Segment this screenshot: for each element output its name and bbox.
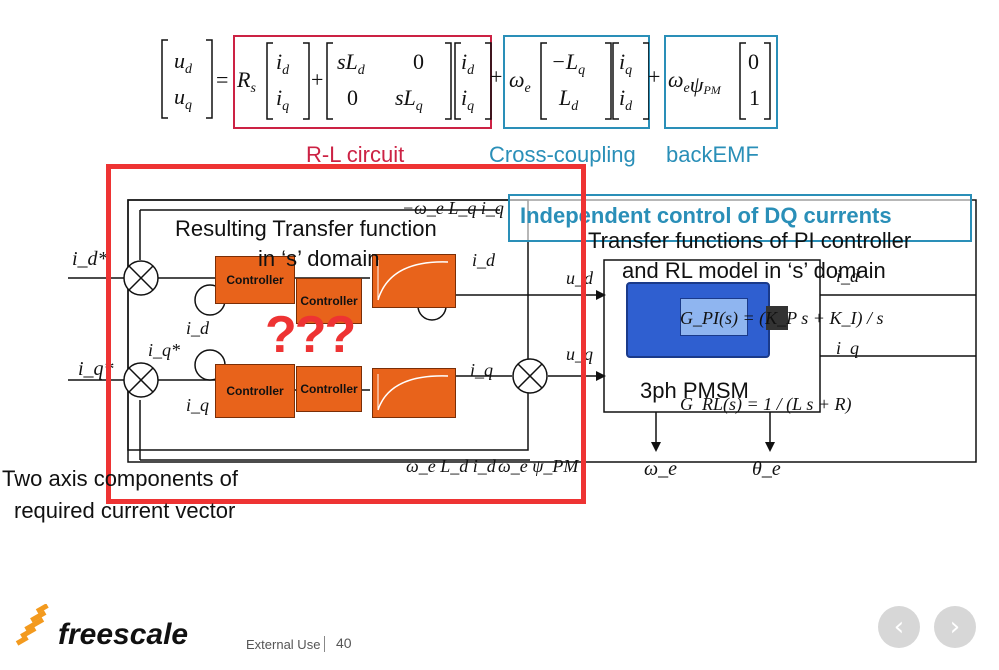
tf-pi-label-1: Transfer functions of PI controller (588, 228, 912, 253)
omega-e-output-label: ω_e (644, 458, 677, 480)
iq-star-label: i_q* (78, 358, 114, 380)
in-s-domain-label: in ‘s’ domain (258, 246, 380, 271)
chevron-left-icon: ‹ (893, 612, 905, 642)
dq-voltage-equation: ud uq = (161, 39, 228, 119)
svg-text:ωeψPM: ωeψPM (668, 67, 722, 97)
gpi-transfer-function: G_PI(s) = (K_P s + K_I) / s (680, 308, 884, 328)
svg-text:iq: iq (461, 85, 474, 114)
two-axis-label-1: Two axis components of (2, 466, 239, 491)
back-emf-caption: backEMF (666, 142, 759, 167)
controller-block-d: Controller (215, 256, 295, 304)
cross-coupling-terms: ωe −Lq Ld iq id (509, 42, 649, 120)
svg-text:sLd: sLd (337, 49, 366, 78)
svg-text:id: id (461, 49, 475, 78)
page-number: 40 (336, 635, 352, 651)
pmsm-label: 3ph PMSM (640, 378, 749, 403)
plus-sign-2: + (648, 64, 661, 89)
theta-e-output-label: θ_e (752, 458, 781, 480)
svg-text:ud: ud (174, 48, 193, 77)
iq-star-inner-label: i_q* (148, 340, 181, 360)
rl-terms: Rs id iq + sLd 0 0 sLq id iq (236, 42, 492, 120)
svg-text:0: 0 (748, 49, 759, 74)
question-marks: ??? (265, 306, 356, 364)
back-emf-terms: ωeψPM 0 1 (668, 42, 771, 120)
svg-text:id: id (619, 85, 633, 114)
svg-text:=: = (216, 67, 228, 92)
resulting-tf-label: Resulting Transfer function (175, 216, 437, 241)
two-axis-label-2: required current vector (14, 498, 236, 523)
svg-text:Ld: Ld (558, 85, 579, 114)
uq-label: u_q (566, 344, 593, 364)
highlight-box (106, 164, 586, 504)
footer-divider (324, 636, 325, 652)
step-response-icon-d (377, 260, 449, 301)
grl-transfer-function: G_RL(s) = 1 / (L s + R) (680, 394, 852, 414)
rl-plant-block-d (372, 254, 456, 308)
back-emf-term-label: ω_e ψ_PM (498, 456, 579, 476)
svg-text:iq: iq (276, 85, 289, 114)
freescale-wordmark: freescale (58, 618, 189, 651)
next-slide-button[interactable]: › (934, 606, 976, 648)
id-out-label: i_d (472, 250, 496, 270)
ud-label: u_d (566, 268, 593, 288)
step-response-icon-q (377, 374, 449, 411)
cross-coupling-box (503, 35, 650, 129)
iq-out-label: i_q (470, 360, 494, 380)
cross-term-q-label: ω_e L_d i_d (406, 456, 496, 476)
svg-text:iq: iq (619, 49, 632, 78)
svg-text:1: 1 (749, 85, 760, 110)
svg-text:sLq: sLq (395, 85, 423, 114)
iq-feedback-label: i_q (186, 395, 210, 415)
tf-pi-label-2: and RL model in ‘s’ domain (622, 258, 886, 283)
cross-term-d-label: −ω_e L_q i_q (402, 198, 504, 218)
plus-sign: + (490, 64, 503, 89)
pmsm-nameplate (680, 298, 748, 336)
rl-circuit-caption: R-L circuit (306, 142, 405, 167)
controller-block-q-2: Controller (296, 366, 362, 412)
classification-label: External Use (246, 637, 321, 652)
back-emf-box (664, 35, 778, 129)
svg-text:ωe: ωe (509, 67, 531, 96)
id-feedback-out-label: i_d (836, 266, 860, 286)
pmsm-shaft (766, 306, 788, 330)
svg-text:0: 0 (347, 85, 358, 110)
previous-slide-button[interactable]: ‹ (878, 606, 920, 648)
controller-block-d-2: Controller (296, 278, 362, 324)
svg-text:−Lq: −Lq (551, 49, 585, 78)
svg-text:+: + (311, 67, 323, 92)
id-feedback-label: i_d (186, 318, 210, 338)
controller-block-q: Controller (215, 364, 295, 418)
svg-text:uq: uq (174, 84, 192, 113)
svg-text:0: 0 (413, 49, 424, 74)
chevron-right-icon: › (949, 612, 961, 642)
cross-coupling-caption: Cross-coupling (489, 142, 636, 167)
freescale-logo-icon (15, 604, 49, 646)
svg-text:Rs: Rs (236, 67, 256, 96)
svg-text:id: id (276, 49, 290, 78)
id-star-label: i_d* (72, 248, 108, 270)
iq-feedback-out-label: i_q (836, 338, 860, 358)
